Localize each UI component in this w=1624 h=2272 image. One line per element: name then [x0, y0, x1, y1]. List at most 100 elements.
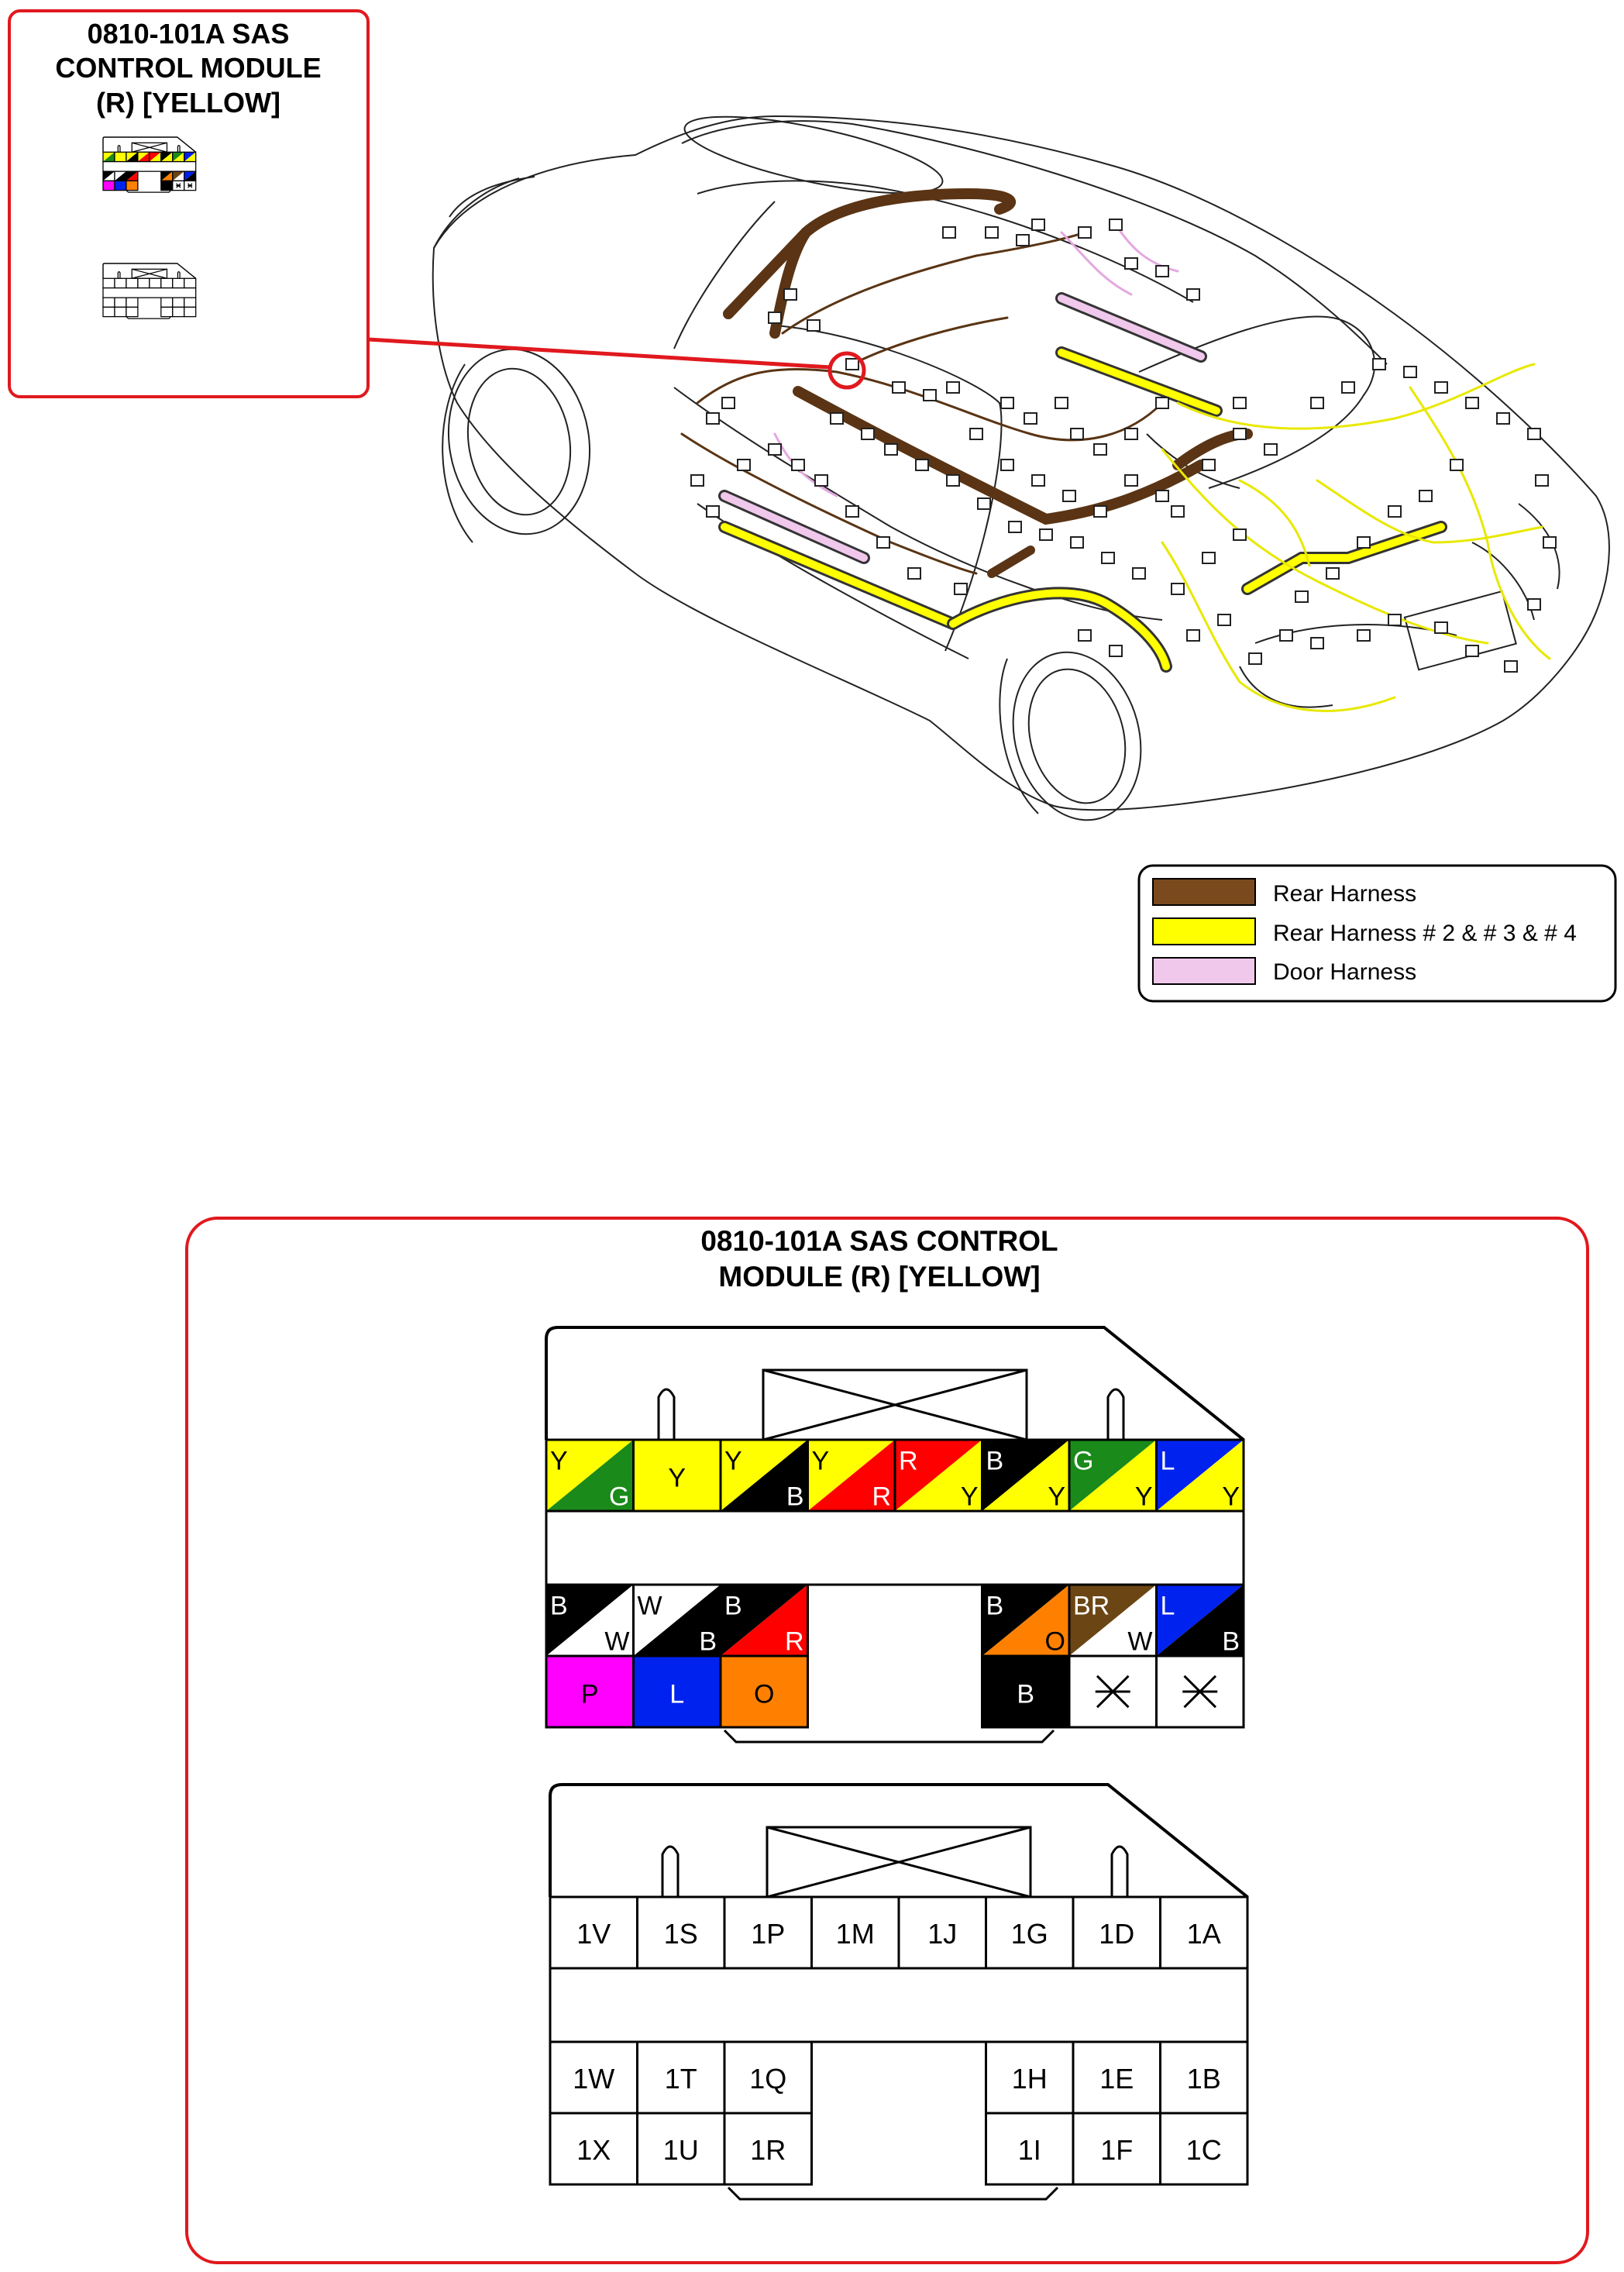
- wire-color-label: Y: [550, 1447, 568, 1476]
- pin-cell: [985, 2112, 1075, 2186]
- rear-harness-2-3-4: [718, 346, 1551, 712]
- harness-connector: [1109, 645, 1123, 657]
- wire-color-label: R: [899, 1447, 918, 1476]
- harness-connector: [942, 226, 956, 239]
- wire-color-label: R: [785, 1627, 804, 1657]
- harness-connector: [946, 474, 960, 487]
- wire-cell-stripe: [126, 171, 138, 181]
- wire-cell-stripe: [633, 1585, 721, 1656]
- wire-cell-stripe: [126, 152, 138, 162]
- pin-label: 1V: [576, 1918, 611, 1950]
- callout-leader-line: [367, 337, 831, 370]
- pin-cell: [126, 297, 139, 308]
- harness-connector: [1109, 219, 1123, 231]
- pin-cell: [114, 277, 127, 289]
- harness-connector: [1233, 528, 1247, 541]
- harness-connector: [1155, 265, 1169, 277]
- harness-connector: [1388, 505, 1402, 518]
- unused-cavity-mark: [188, 183, 193, 188]
- pin-label: 1U: [663, 2134, 699, 2166]
- pin-label: 1B: [1187, 2063, 1221, 2095]
- wire-cell-stripe: [184, 171, 196, 181]
- wire-color-label: L: [1161, 1592, 1175, 1621]
- wire-cell-stripe: [103, 152, 115, 162]
- pin-cell: [723, 2112, 813, 2186]
- wire-cell-primary: [172, 171, 184, 181]
- wire-cell-stripe: [1069, 1585, 1157, 1656]
- harness-connector: [861, 428, 875, 440]
- wire-color-label: P: [581, 1680, 599, 1709]
- connector-latch: [657, 1388, 676, 1440]
- connector-detail-box: 0810-101A SAS CONTROL MODULE (R) [YELLOW…: [185, 1217, 1589, 2264]
- harness-connector: [1093, 443, 1107, 456]
- callout-box: 0810-101A SAS CONTROL MODULE (R) [YELLOW…: [8, 9, 370, 398]
- pin-label: 1X: [576, 2134, 611, 2166]
- wire-color-label: W: [1127, 1627, 1152, 1657]
- wire-color-label: B: [724, 1592, 742, 1621]
- harness-connector: [1450, 459, 1464, 471]
- wire-cell-stripe: [103, 171, 115, 181]
- wire-cell-stripe: [982, 1585, 1069, 1656]
- harness-connector: [768, 443, 782, 456]
- connector-latch: [117, 271, 121, 279]
- wire-cell-primary: [114, 171, 126, 181]
- harness-connector: [946, 381, 960, 394]
- wire-color-label: B: [1017, 1680, 1034, 1709]
- wire-cell-stripe: [172, 171, 184, 181]
- wire-color-label: B: [550, 1592, 568, 1621]
- wire-cell-solid: [632, 1654, 722, 1729]
- harness-connector: [791, 459, 805, 471]
- wire-color-label: Y: [724, 1447, 742, 1476]
- wire-cell-solid: [719, 1654, 809, 1729]
- pin-cell: [184, 277, 197, 289]
- wire-color-label: B: [699, 1627, 717, 1657]
- wire-color-label: B: [786, 1482, 804, 1512]
- pin-cell: [549, 2040, 638, 2115]
- pin-label: 1D: [1099, 1918, 1134, 1950]
- pin-cell: [102, 297, 115, 308]
- harness-connector: [1372, 358, 1386, 370]
- wire-cell-solid: [114, 180, 127, 191]
- harness-connector: [1357, 536, 1371, 549]
- harness-connector: [915, 459, 929, 471]
- harness-connector: [1465, 397, 1479, 409]
- vehicle-illustration: [432, 115, 1610, 821]
- wire-color-label: Y: [812, 1447, 830, 1476]
- harness-connector: [1093, 505, 1107, 518]
- harness-connector: [1031, 474, 1045, 487]
- pin-cell: [549, 2112, 638, 2186]
- harness-connector: [1155, 397, 1169, 409]
- pin-cell: [126, 306, 139, 318]
- harness-connector: [1341, 381, 1355, 394]
- wire-color-label: B: [1222, 1627, 1240, 1657]
- harness-connector: [1527, 428, 1541, 440]
- pin-label: 1R: [750, 2134, 786, 2166]
- mini-wire-color-connector: [102, 136, 197, 193]
- pin-label: 1A: [1187, 1918, 1221, 1950]
- harness-connector: [1124, 428, 1138, 440]
- unused-cavity-mark: [1182, 1675, 1218, 1709]
- harness-connector: [1357, 629, 1371, 642]
- harness-connector: [706, 505, 720, 518]
- harness-connector: [845, 358, 859, 370]
- connector-skirt: [126, 316, 171, 319]
- wire-cell-stripe: [114, 171, 126, 181]
- harness-connector: [1000, 397, 1014, 409]
- mini-pin-number-connector: [102, 263, 197, 319]
- harness-connector: [954, 583, 968, 595]
- wire-cell-stripe: [1156, 1585, 1244, 1656]
- pin-label: 1T: [665, 2063, 697, 2095]
- harness-legend: Rear Harness Rear Harness # 2 & # 3 & # …: [1137, 864, 1617, 1003]
- harness-connector: [977, 497, 991, 510]
- pin-cell: [810, 1895, 900, 1970]
- harness-connector: [1155, 490, 1169, 502]
- harness-connector: [1000, 459, 1014, 471]
- harness-connector: [969, 428, 983, 440]
- unused-cavity-mark: [176, 183, 181, 188]
- harness-connector: [1504, 660, 1518, 673]
- harness-connector: [1279, 629, 1293, 642]
- connector-skirt: [723, 1729, 1055, 1744]
- pin-label: 1J: [927, 1918, 957, 1950]
- wire-cell-stripe: [160, 171, 173, 181]
